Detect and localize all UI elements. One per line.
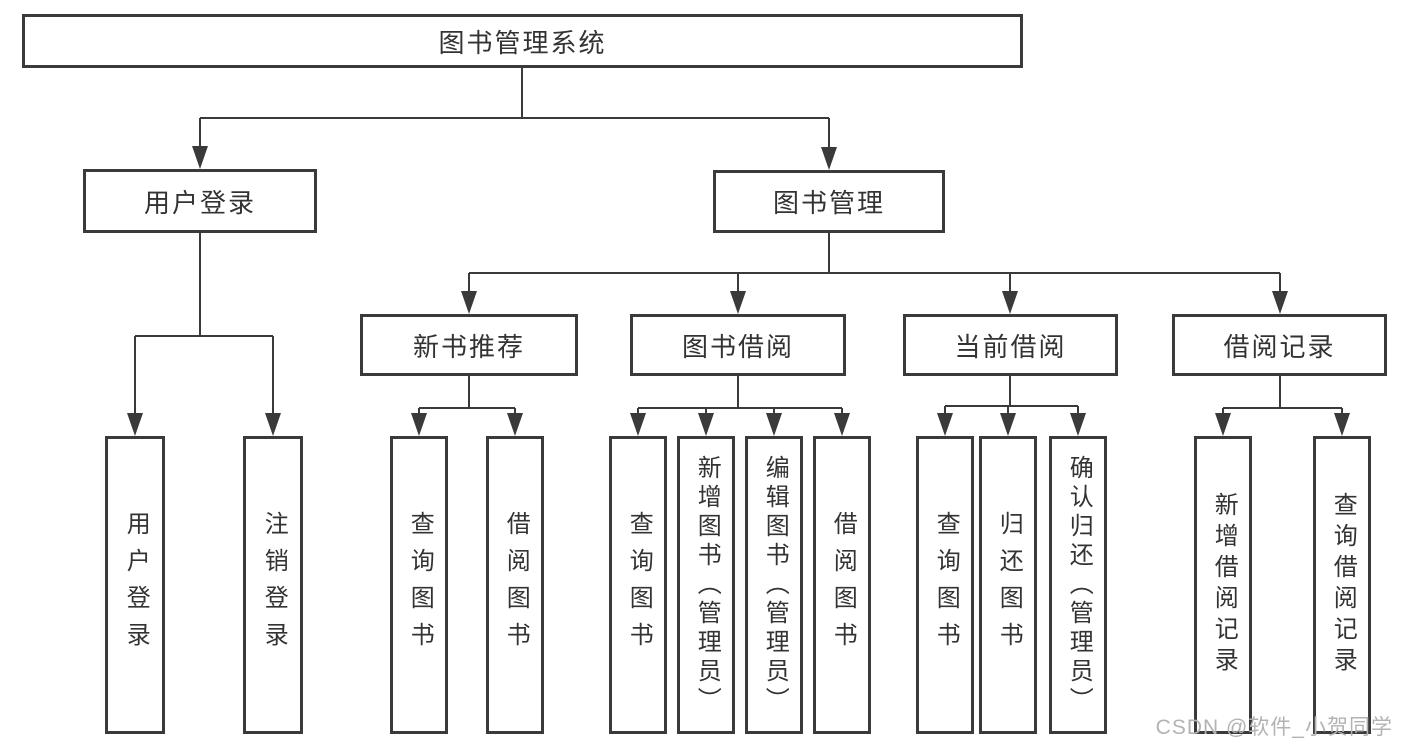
node-label: 借阅图书: [829, 511, 857, 659]
node-new-book-recommend: 新书推荐: [360, 314, 578, 376]
node-label: 查询图书: [932, 511, 960, 659]
node-label: 用户登录: [143, 187, 256, 218]
node-label: 归还图书: [995, 511, 1023, 659]
leaf-query-books-recommend: 查询图书: [390, 436, 448, 734]
node-label: 注销登录: [260, 511, 288, 659]
leaf-add-borrow-record: 新增借阅记录: [1194, 436, 1252, 734]
node-label: 新增图书（管理员）: [693, 454, 721, 716]
node-label: 借阅图书: [502, 511, 530, 659]
node-label: 确认归还（管理员）: [1065, 454, 1093, 716]
node-book-management: 图书管理: [713, 170, 945, 233]
node-label: 用户登录: [122, 511, 150, 659]
leaf-logout: 注销登录: [243, 436, 303, 734]
node-current-borrowing: 当前借阅: [903, 314, 1118, 376]
csdn-watermark: CSDN @软件_小贺同学: [1155, 716, 1393, 739]
leaf-borrow-books-recommend: 借阅图书: [486, 436, 544, 734]
node-label: 图书管理: [772, 188, 885, 218]
node-label: 当前借阅: [954, 331, 1067, 362]
leaf-add-book-admin: 新增图书（管理员）: [677, 436, 735, 734]
leaf-edit-book-admin: 编辑图书（管理员）: [745, 436, 803, 734]
leaf-query-books-current: 查询图书: [916, 436, 974, 734]
node-label: 借阅记录: [1223, 331, 1336, 362]
node-label: 查询图书: [406, 511, 434, 659]
leaf-return-book: 归还图书: [979, 436, 1037, 734]
leaf-query-borrow-record: 查询借阅记录: [1313, 436, 1371, 734]
node-label: 查询图书: [625, 511, 653, 659]
node-user-login: 用户登录: [83, 169, 317, 233]
node-label: 图书借阅: [681, 331, 794, 362]
node-label: 编辑图书（管理员）: [761, 454, 789, 716]
node-label: 查询借阅记录: [1329, 492, 1357, 678]
leaf-confirm-return-admin: 确认归还（管理员）: [1049, 436, 1107, 734]
node-book-borrowing: 图书借阅: [630, 314, 846, 376]
node-label: 新增借阅记录: [1210, 492, 1238, 678]
node-label: 图书管理系统: [438, 27, 607, 58]
node-borrowing-records: 借阅记录: [1172, 314, 1387, 376]
leaf-user-login: 用户登录: [105, 436, 165, 734]
leaf-query-books-borrowing: 查询图书: [609, 436, 667, 734]
leaf-borrow-books-borrowing: 借阅图书: [813, 436, 871, 734]
node-library-management-system: 图书管理系统: [22, 14, 1023, 68]
node-label: 新书推荐: [412, 331, 525, 362]
